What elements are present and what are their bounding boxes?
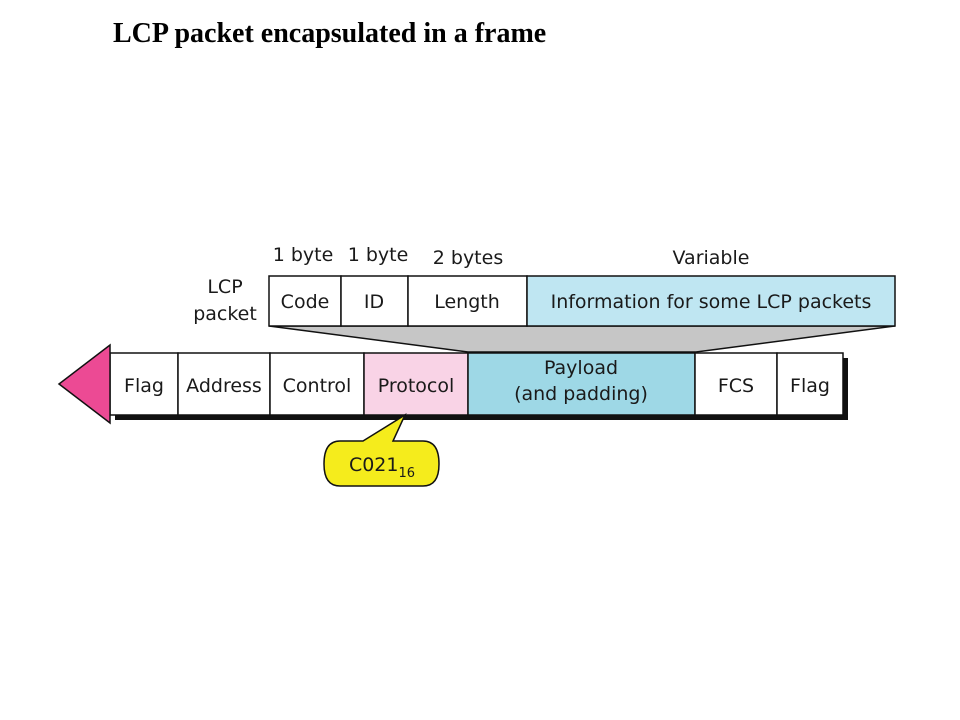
frame-address-box [177, 352, 271, 416]
frame-field-control: Control [283, 375, 352, 397]
frame-flag-end-box [776, 352, 844, 416]
page-title: LCP packet encapsulated in a frame [113, 18, 547, 49]
lcp-packet [268, 275, 896, 327]
frame-field-flag-end: Flag [790, 375, 830, 397]
frame-field-flag: Flag [124, 375, 164, 397]
frame-payload-line1: Payload [544, 357, 618, 379]
protocol-value-text: C02116 [349, 454, 415, 481]
frame-field-protocol: Protocol [378, 375, 455, 397]
size-code: 1 byte [273, 244, 334, 266]
lcp-length-box [407, 275, 528, 327]
frame-payload-line2: (and padding) [514, 383, 648, 405]
expansion-connector [268, 325, 896, 353]
lcp-field-length: Length [434, 291, 500, 313]
direction-arrow-icon [57, 343, 111, 425]
lcp-field-id: ID [364, 291, 384, 313]
frame-field-address: Address [186, 375, 262, 397]
frame-fcs-box [694, 352, 778, 416]
size-information: Variable [673, 247, 750, 269]
lcp-field-code: Code [281, 291, 330, 313]
protocol-value-subscript: 16 [399, 466, 416, 481]
lcp-id-box [340, 275, 409, 327]
frame-flag-box [109, 352, 179, 416]
lcp-field-information: Information for some LCP packets [551, 291, 872, 313]
lcp-code-box [268, 275, 342, 327]
lcp-information-box [526, 275, 896, 327]
frame-payload-box [467, 352, 696, 416]
frame-field-fcs: FCS [718, 375, 754, 397]
protocol-value-callout [323, 413, 440, 487]
lcp-label-line2: packet [193, 303, 257, 325]
frame-protocol-box [363, 352, 469, 416]
protocol-value: C021 [349, 454, 399, 476]
size-id: 1 byte [348, 244, 409, 266]
ppp-frame [109, 352, 844, 416]
size-length: 2 bytes [433, 247, 503, 269]
lcp-label-line1: LCP [207, 276, 242, 298]
frame-control-box [269, 352, 365, 416]
